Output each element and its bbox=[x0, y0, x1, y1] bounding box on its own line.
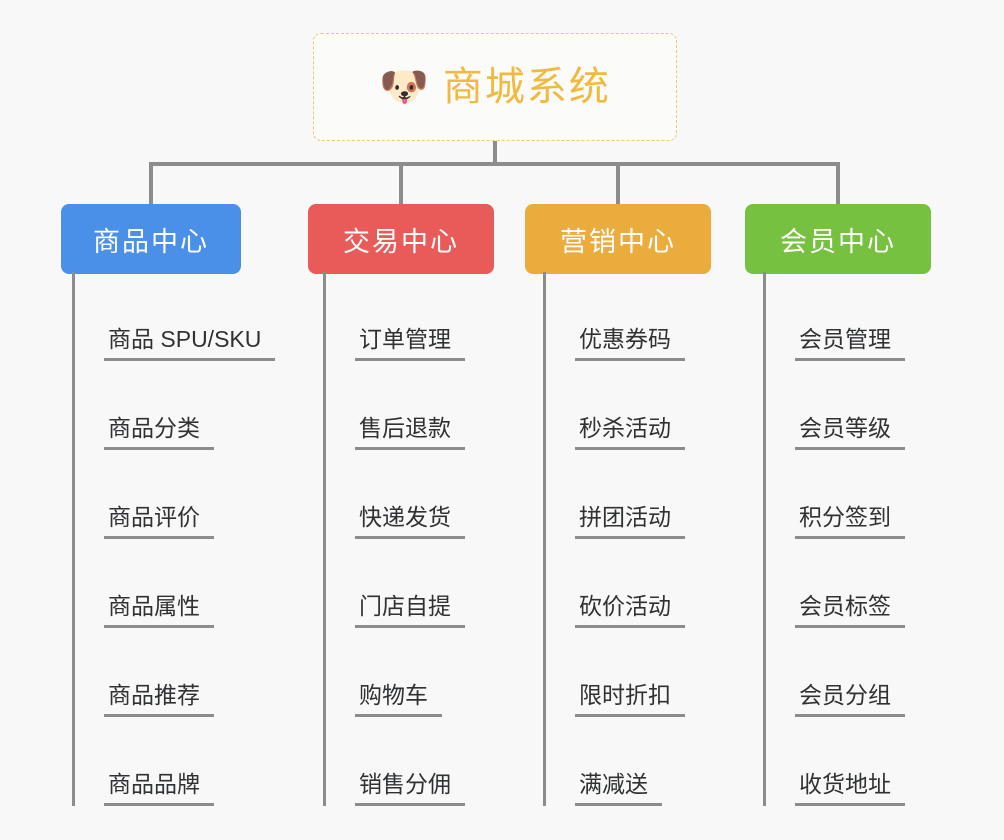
leaf-item[interactable]: 售后退款 bbox=[323, 361, 465, 450]
branch-box-product-center[interactable]: 商品中心 bbox=[61, 204, 241, 274]
leaf-item[interactable]: 快递发货 bbox=[323, 450, 465, 539]
leaf-item[interactable]: 收货地址 bbox=[763, 717, 905, 806]
branch-label: 商品中心 bbox=[93, 226, 209, 257]
leaf-item[interactable]: 优惠券码 bbox=[543, 272, 685, 361]
branch-label: 交易中心 bbox=[343, 226, 459, 257]
leaf-spine-trade-center bbox=[323, 272, 326, 806]
branch-box-member-center[interactable]: 会员中心 bbox=[745, 204, 931, 274]
connector-root-stem bbox=[493, 141, 497, 166]
leaf-column-trade-center: 订单管理售后退款快递发货门店自提购物车销售分佣 bbox=[323, 272, 465, 806]
leaf-item[interactable]: 商品评价 bbox=[72, 450, 275, 539]
connector-drop-member-center bbox=[836, 162, 840, 206]
leaf-item[interactable]: 秒杀活动 bbox=[543, 361, 685, 450]
leaf-label: 商品分类 bbox=[104, 415, 214, 450]
leaf-label: 满减送 bbox=[575, 771, 662, 806]
branch-box-trade-center[interactable]: 交易中心 bbox=[308, 204, 494, 274]
leaf-label: 收货地址 bbox=[795, 771, 905, 806]
branch-box-marketing-center[interactable]: 营销中心 bbox=[525, 204, 711, 274]
leaf-label: 限时折扣 bbox=[575, 682, 685, 717]
connector-drop-marketing-center bbox=[616, 162, 620, 206]
leaf-item[interactable]: 门店自提 bbox=[323, 539, 465, 628]
leaf-label: 订单管理 bbox=[355, 326, 465, 361]
leaf-item[interactable]: 砍价活动 bbox=[543, 539, 685, 628]
leaf-item[interactable]: 商品品牌 bbox=[72, 717, 275, 806]
leaf-label: 秒杀活动 bbox=[575, 415, 685, 450]
leaf-label: 会员分组 bbox=[795, 682, 905, 717]
leaf-item[interactable]: 积分签到 bbox=[763, 450, 905, 539]
leaf-label: 快递发货 bbox=[355, 504, 465, 539]
leaf-item[interactable]: 会员管理 bbox=[763, 272, 905, 361]
leaf-label: 商品品牌 bbox=[104, 771, 214, 806]
leaf-label: 会员管理 bbox=[795, 326, 905, 361]
leaf-spine-marketing-center bbox=[543, 272, 546, 806]
leaf-column-marketing-center: 优惠券码秒杀活动拼团活动砍价活动限时折扣满减送 bbox=[543, 272, 685, 806]
branch-label: 会员中心 bbox=[780, 226, 896, 257]
leaf-item[interactable]: 会员等级 bbox=[763, 361, 905, 450]
leaf-item[interactable]: 会员标签 bbox=[763, 539, 905, 628]
leaf-item[interactable]: 订单管理 bbox=[323, 272, 465, 361]
leaf-label: 商品 SPU/SKU bbox=[104, 326, 276, 361]
leaf-item[interactable]: 限时折扣 bbox=[543, 628, 685, 717]
leaf-label: 商品推荐 bbox=[104, 682, 214, 717]
leaf-label: 优惠券码 bbox=[575, 326, 685, 361]
leaf-item[interactable]: 会员分组 bbox=[763, 628, 905, 717]
leaf-label: 积分签到 bbox=[795, 504, 905, 539]
leaf-label: 商品属性 bbox=[104, 593, 214, 628]
leaf-item[interactable]: 商品属性 bbox=[72, 539, 275, 628]
leaf-label: 拼团活动 bbox=[575, 504, 685, 539]
leaf-label: 砍价活动 bbox=[575, 593, 685, 628]
leaf-item[interactable]: 购物车 bbox=[323, 628, 465, 717]
leaf-item[interactable]: 商品分类 bbox=[72, 361, 275, 450]
root-node[interactable]: 🐶 商城系统 bbox=[313, 33, 677, 141]
leaf-column-product-center: 商品 SPU/SKU 商品分类商品评价商品属性商品推荐商品品牌 bbox=[72, 272, 276, 806]
leaf-column-member-center: 会员管理会员等级积分签到会员标签会员分组收货地址 bbox=[763, 272, 905, 806]
root-title: 商城系统 bbox=[442, 65, 611, 109]
connector-drop-trade-center bbox=[399, 162, 403, 206]
leaf-label: 购物车 bbox=[355, 682, 442, 717]
leaf-item[interactable]: 商品 SPU/SKU bbox=[72, 272, 276, 361]
leaf-label: 商品评价 bbox=[104, 504, 214, 539]
connector-drop-product-center bbox=[149, 162, 153, 206]
leaf-spine-product-center bbox=[72, 272, 75, 806]
branch-label: 营销中心 bbox=[560, 226, 676, 257]
connector-bus bbox=[149, 162, 840, 166]
leaf-label: 门店自提 bbox=[355, 593, 465, 628]
leaf-label: 会员等级 bbox=[795, 415, 905, 450]
leaf-item[interactable]: 满减送 bbox=[543, 717, 685, 806]
leaf-item[interactable]: 拼团活动 bbox=[543, 450, 685, 539]
shiba-dog-face-icon: 🐶 bbox=[379, 65, 429, 109]
leaf-label: 销售分佣 bbox=[355, 771, 465, 806]
leaf-label: 售后退款 bbox=[355, 415, 465, 450]
leaf-item[interactable]: 商品推荐 bbox=[72, 628, 275, 717]
leaf-item[interactable]: 销售分佣 bbox=[323, 717, 465, 806]
leaf-spine-member-center bbox=[763, 272, 766, 806]
leaf-label: 会员标签 bbox=[795, 593, 905, 628]
